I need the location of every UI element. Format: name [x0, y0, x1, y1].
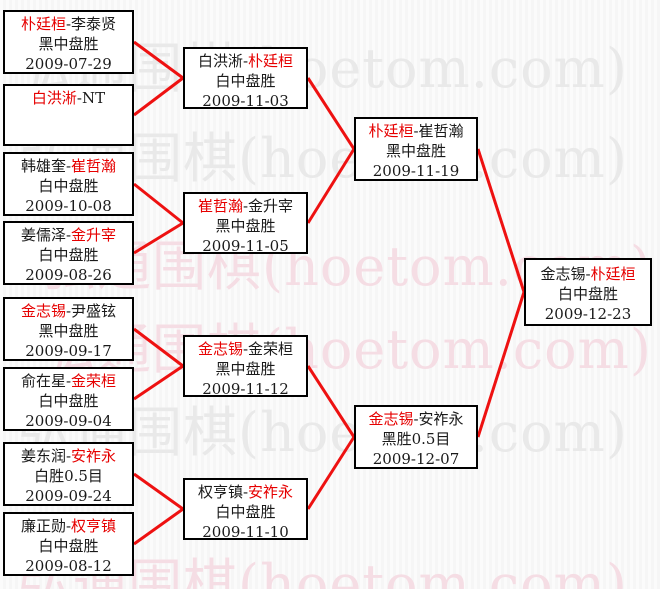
result-line: 黑中盘胜: [38, 322, 99, 340]
date-line: 2009-12-07: [372, 450, 460, 468]
players-line: 姜东润-安祚永: [20, 447, 117, 465]
result-line: 白中盘胜: [38, 537, 99, 555]
winner-name: 权亨镇: [71, 517, 117, 535]
date-line: [5, 128, 132, 148]
winner-name: 朴廷桓: [368, 122, 414, 140]
winner-name: 白洪淅: [31, 89, 77, 107]
match-box-round1-game5: 金志锡-尹盛铉 黑中盘胜 2009-09-17: [3, 297, 134, 361]
match-box-round2-game1: 白洪淅-朴廷桓 白中盘胜 2009-11-03: [183, 47, 308, 110]
result-line: 白中盘胜: [215, 72, 276, 90]
match-box-round1-game1: 朴廷桓-李泰贤 黑中盘胜 2009-07-29: [3, 10, 134, 74]
winner-name: 崔哲瀚: [71, 157, 117, 175]
players-line: 金志锡-尹盛铉: [20, 302, 117, 320]
match-box-semifinal-game1: 朴廷桓-崔哲瀚 黑中盘胜 2009-11-19: [354, 117, 478, 181]
players-line: 廉正勋-权亨镇: [20, 517, 117, 535]
date-line: 2009-11-05: [202, 237, 289, 255]
result-line: 黑中盘胜: [385, 142, 446, 160]
match-box-round1-game6: 俞在星-金荣桓 白中盘胜 2009-09-04: [3, 367, 134, 431]
players-line: 金志锡-安祚永: [368, 410, 464, 428]
result-line: 白中盘胜: [557, 285, 618, 303]
winner-name: 崔哲瀚: [197, 197, 243, 215]
date-line: 2009-08-12: [25, 557, 112, 575]
date-line: 2009-11-03: [202, 92, 289, 110]
match-box-round2-game3: 金志锡-金荣桓 黑中盘胜 2009-11-12: [183, 335, 308, 398]
match-box-round2-game2: 崔哲瀚-金升宰 黑中盘胜 2009-11-05: [183, 192, 308, 255]
match-box-round1-game7: 姜东润-安祚永 白胜0.5目 2009-09-24: [3, 442, 134, 506]
winner-name: 金志锡: [368, 410, 414, 428]
result-line: [5, 108, 132, 128]
date-line: 2009-08-26: [25, 266, 112, 284]
result-line: 黑中盘胜: [215, 217, 276, 235]
winner-name: 朴廷桓: [20, 15, 66, 33]
result-line: 黑中盘胜: [38, 35, 99, 53]
players-line: 白洪淅-朴廷桓: [197, 52, 294, 70]
players-line: 金志锡-朴廷桓: [540, 265, 636, 283]
result-line: 黑胜0.5目: [381, 430, 451, 448]
date-line: 2009-12-23: [544, 305, 632, 323]
players-line: 姜儒泽-金升宰: [20, 226, 117, 244]
match-box-round1-game4: 姜儒泽-金升宰 白中盘胜 2009-08-26: [3, 221, 134, 285]
players-line: 朴廷桓-崔哲瀚: [368, 122, 464, 140]
date-line: 2009-10-08: [25, 197, 112, 215]
winner-name: 金志锡: [20, 302, 66, 320]
players-line: 白洪淅-NT: [31, 89, 106, 107]
result-line: 白中盘胜: [38, 392, 99, 410]
result-line: 白中盘胜: [38, 246, 99, 264]
match-box-round1-game3: 韩雄奎-崔哲瀚 白中盘胜 2009-10-08: [3, 152, 134, 216]
match-box-final: 金志锡-朴廷桓 白中盘胜 2009-12-23: [524, 258, 652, 326]
players-line: 韩雄奎-崔哲瀚: [20, 157, 117, 175]
date-line: 2009-07-29: [25, 55, 112, 73]
players-line: 金志锡-金荣桓: [197, 340, 294, 358]
winner-name: 朴廷桓: [590, 265, 636, 283]
players-line: 朴廷桓-李泰贤: [20, 15, 117, 33]
date-line: 2009-11-10: [202, 523, 289, 541]
match-box-round1-game2: 白洪淅-NT: [3, 84, 134, 146]
winner-name: 金志锡: [197, 340, 243, 358]
result-line: 白胜0.5目: [34, 467, 103, 485]
players-line: 俞在星-金荣桓: [20, 372, 117, 390]
winner-name: 金荣桓: [71, 372, 117, 390]
match-box-semifinal-game2: 金志锡-安祚永 黑胜0.5目 2009-12-07: [354, 405, 478, 469]
players-line: 权亨镇-安祚永: [197, 483, 294, 501]
match-box-round2-game4: 权亨镇-安祚永 白中盘胜 2009-11-10: [183, 478, 308, 541]
players-line: 崔哲瀚-金升宰: [197, 197, 294, 215]
result-line: 黑中盘胜: [215, 360, 276, 378]
date-line: 2009-11-12: [202, 380, 289, 398]
date-line: 2009-09-24: [25, 487, 112, 505]
result-line: 白中盘胜: [38, 177, 99, 195]
winner-name: 金升宰: [71, 226, 117, 244]
date-line: 2009-11-19: [372, 162, 460, 180]
date-line: 2009-09-04: [25, 412, 112, 430]
date-line: 2009-09-17: [25, 342, 112, 360]
match-box-round1-game8: 廉正勋-权亨镇 白中盘胜 2009-08-12: [3, 512, 134, 576]
winner-name: 安祚永: [248, 483, 294, 501]
winner-name: 朴廷桓: [248, 52, 294, 70]
result-line: 白中盘胜: [215, 503, 276, 521]
winner-name: 安祚永: [71, 447, 117, 465]
